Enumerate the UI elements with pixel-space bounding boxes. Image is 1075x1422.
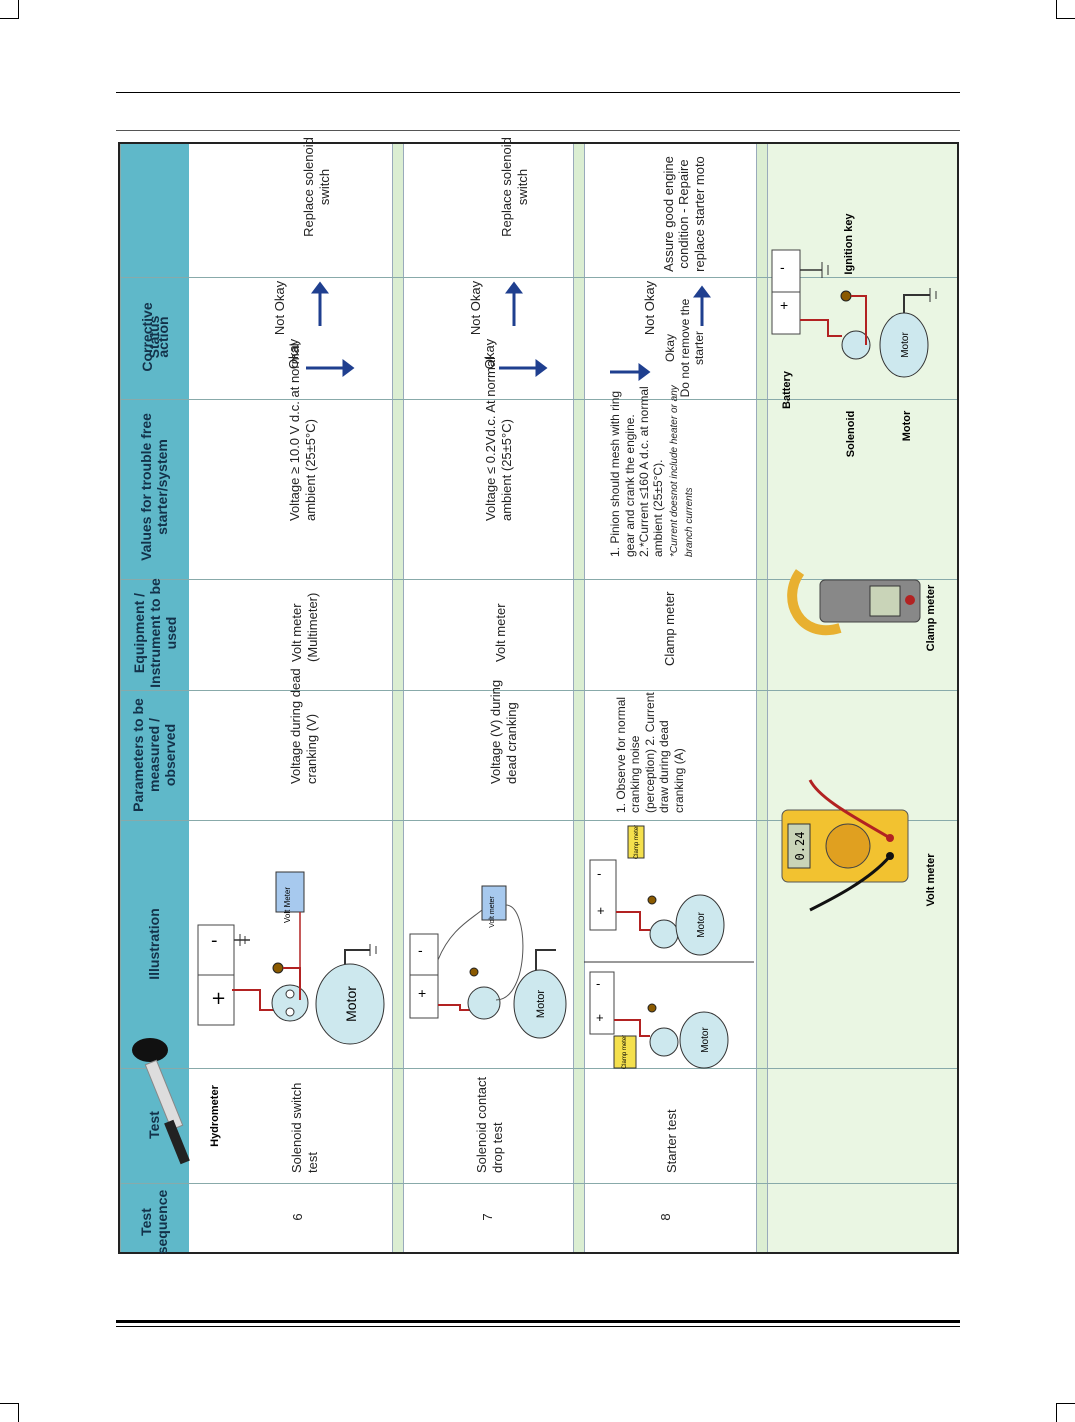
header-test-sequence: Test sequence: [137, 1189, 170, 1255]
header-status: Status: [145, 315, 162, 359]
header-test: Test: [145, 1111, 162, 1139]
tools-row: [768, 144, 957, 1252]
row6-status-not: Not Okay: [272, 280, 288, 336]
row8-action: Assure good engine condition - Repaire r…: [660, 156, 707, 272]
header-rule: [116, 92, 960, 93]
row8-equipment: Clamp meter: [662, 591, 678, 666]
row6-action: Replace solenoid switch: [301, 137, 332, 237]
row6-seq: 6: [290, 1213, 306, 1221]
row7-params: Voltage (V) during dead cranking: [488, 679, 519, 784]
header-params: Parameters to be measured / observed: [129, 698, 179, 812]
row-separator: [392, 144, 404, 1252]
footer-rule: [116, 1320, 960, 1323]
row8-seq: 8: [658, 1213, 674, 1221]
row-separator: [573, 144, 585, 1252]
row7-status-not: Not Okay: [468, 280, 484, 336]
row-separator: [756, 144, 768, 1252]
row8-values-text: 1. Pinion should mesh with ring gear and…: [608, 386, 666, 557]
row6-test: Solenoid switch test: [289, 1082, 320, 1173]
crop-mark-bottom-right: [1056, 1403, 1075, 1422]
row7-action: Replace solenoid switch: [499, 137, 530, 237]
row7-equipment: Volt meter: [493, 603, 509, 662]
row8-status-ok-label: Okay: [663, 334, 678, 363]
row8-status-not: Not Okay: [642, 280, 658, 336]
starter-test-table: Corrective action Status Values for trou…: [118, 137, 959, 1254]
header-equipment: Equipment / Instrument to be used: [130, 578, 180, 688]
row7-test: Solenoid contact drop test: [474, 1076, 505, 1173]
row8-status-ok-note: Do not remove the starter: [677, 298, 707, 398]
crop-mark-top-left: [0, 0, 19, 19]
header-values: Values for trouble free starter/system: [137, 413, 170, 561]
row8-params: 1. Observe for normal cranking noise (pe…: [614, 692, 686, 813]
footer-rule-secondary: [116, 1326, 960, 1327]
row6-params: Voltage during dead cranking (V): [288, 668, 319, 784]
header-illustration: Illustration: [145, 908, 162, 980]
row8-test: Starter test: [664, 1109, 680, 1173]
row8-values-note: *Current doesnot include heater or any b…: [668, 385, 695, 557]
header-rule-secondary: [116, 130, 960, 131]
row6-equipment: Volt meter (Multimeter): [289, 592, 320, 662]
row8-values: 1. Pinion should mesh with ring gear and…: [584, 381, 720, 557]
crop-mark-top-right: [1056, 0, 1075, 19]
row7-seq: 7: [480, 1213, 496, 1221]
crop-mark-bottom-left: [0, 1403, 19, 1422]
